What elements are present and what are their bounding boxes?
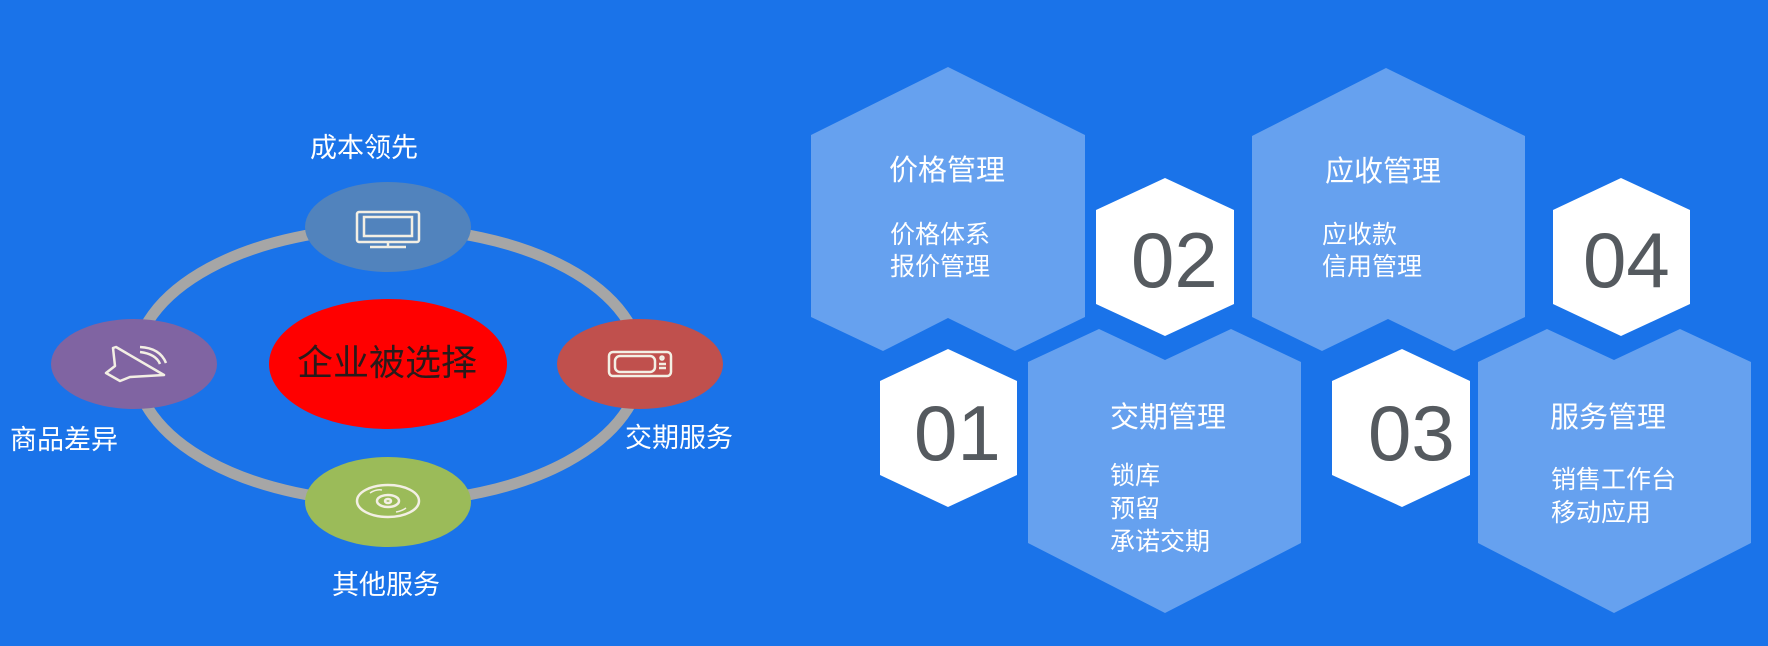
number-01: 01 — [914, 389, 1001, 477]
module-item: 承诺交期 — [1110, 527, 1211, 556]
module-item: 锁库 — [1110, 461, 1161, 490]
center-ellipse — [269, 299, 507, 429]
hex-delivery — [1028, 329, 1301, 613]
module-title: 服务管理 — [1550, 400, 1667, 434]
module-title: 应收管理 — [1325, 154, 1442, 188]
disc-icon — [355, 483, 421, 519]
node-label-left: 商品差异 — [10, 425, 118, 456]
node-left — [51, 319, 217, 409]
module-title: 交期管理 — [1110, 400, 1227, 434]
module-item: 销售工作台 — [1551, 465, 1677, 494]
number-04: 04 — [1583, 216, 1670, 304]
number-03: 03 — [1368, 389, 1455, 477]
module-item: 移动应用 — [1551, 498, 1652, 527]
module-item: 价格体系 — [890, 220, 991, 249]
number-02: 02 — [1131, 216, 1218, 304]
node-label-bottom: 其他服务 — [332, 570, 440, 601]
hex-pricing — [811, 67, 1085, 351]
tv-icon — [607, 350, 673, 378]
node-label-right: 交期服务 — [625, 423, 733, 454]
node-label-top: 成本领先 — [310, 133, 418, 164]
speaker-icon — [104, 345, 168, 383]
hex-number-02 — [1096, 178, 1234, 336]
node-right — [557, 319, 723, 409]
module-item: 预留 — [1110, 494, 1161, 523]
hex-number-03 — [1332, 349, 1470, 507]
monitor-icon — [355, 210, 421, 249]
module-item: 信用管理 — [1322, 252, 1423, 281]
hex-number-04 — [1553, 178, 1690, 336]
center-label: 企业被选择 — [297, 343, 478, 384]
module-title: 价格管理 — [889, 153, 1006, 187]
hex-number-01 — [880, 349, 1017, 507]
node-top — [305, 182, 471, 272]
hex-receivables — [1252, 68, 1525, 351]
module-item: 报价管理 — [890, 252, 991, 281]
module-item: 应收款 — [1322, 220, 1398, 249]
hex-service — [1478, 329, 1751, 613]
